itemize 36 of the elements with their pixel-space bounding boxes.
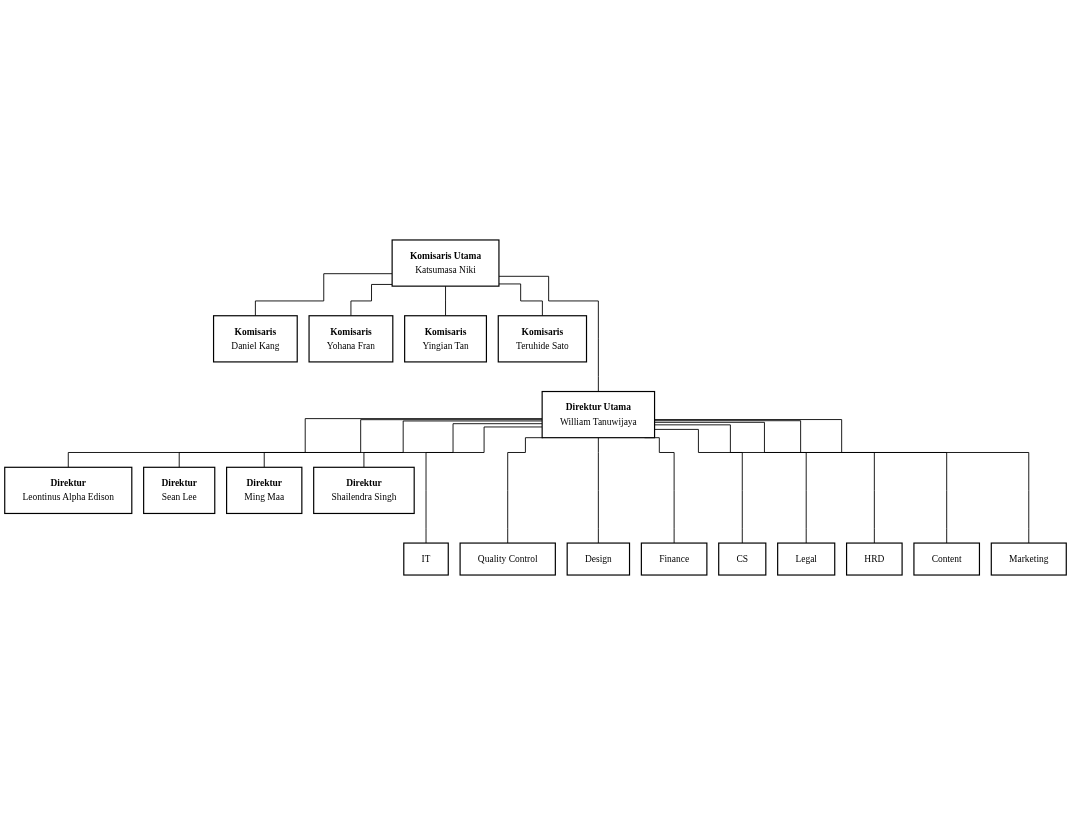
- connector: [498, 283, 543, 317]
- connector: [263, 420, 543, 468]
- node-box: Komisaris Yohana Fran: [308, 315, 394, 363]
- node-box: Komisaris Teruhide Sato: [497, 315, 588, 363]
- node-box: Komisaris Yingian Tan: [404, 315, 487, 363]
- node-box: Design: [566, 542, 631, 576]
- connector: [498, 275, 599, 392]
- node-box: Direktur Ming Maa: [226, 466, 303, 515]
- connector: [350, 284, 393, 317]
- node-box: Marketing: [990, 542, 1067, 576]
- node-box: Legal: [777, 542, 836, 576]
- node-box: Komisaris Utama Katsumasa Niki: [391, 239, 500, 287]
- connector: [654, 419, 1030, 544]
- connector: [445, 285, 446, 317]
- connector: [654, 424, 807, 544]
- node-box: IT: [403, 542, 449, 576]
- node-box: Komisaris Daniel Kang: [212, 315, 298, 363]
- connector: [67, 418, 543, 468]
- connector: [507, 437, 544, 544]
- node-box: Direktur Shailendra Singh: [313, 466, 415, 515]
- node-box: Content: [913, 542, 981, 576]
- node-box: Direktur Utama William Tanuwijaya: [541, 390, 656, 439]
- connector: [363, 423, 543, 468]
- connector: [654, 428, 743, 544]
- connector: [254, 273, 393, 317]
- connector: [178, 419, 543, 468]
- connector: [654, 421, 875, 544]
- connector: [654, 420, 948, 544]
- node-box: Direktur Leontinus Alpha Edison: [4, 466, 133, 515]
- connector: [425, 426, 543, 544]
- connector: [597, 437, 599, 544]
- node-box: Direktur Sean Lee: [143, 466, 216, 515]
- node-box: CS: [718, 542, 767, 576]
- node-box: HRD: [846, 542, 903, 576]
- node-box: Quality Control: [459, 542, 556, 576]
- node-box: Finance: [640, 542, 708, 576]
